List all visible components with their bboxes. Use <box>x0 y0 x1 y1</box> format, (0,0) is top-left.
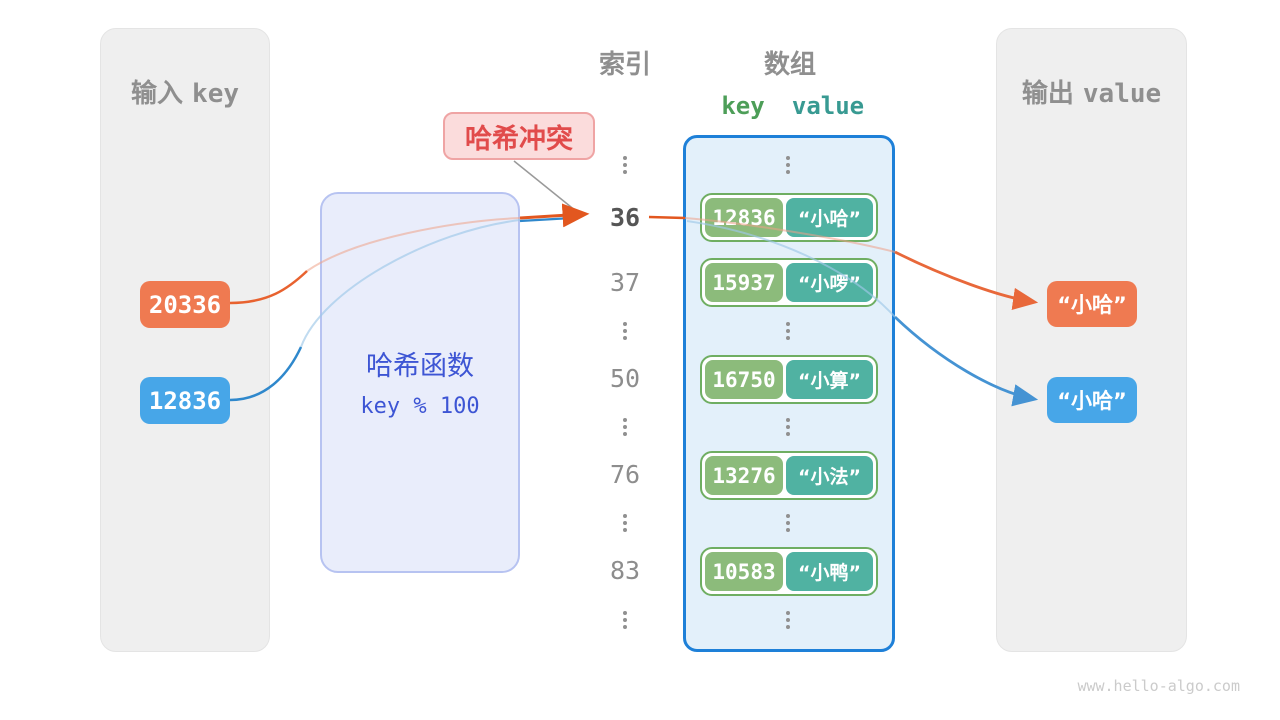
input-key-box-orange: 20336 <box>140 281 230 328</box>
index-label-36: 36 <box>609 203 641 232</box>
array-entry: 16750 “小算” <box>700 355 878 404</box>
entry-value: “小算” <box>786 360 873 399</box>
input-panel: 输入 key <box>100 28 270 652</box>
array-entry: 12836 “小哈” <box>700 193 878 242</box>
array-column-title: 数组 <box>763 50 816 80</box>
index-column-title: 索引 <box>598 50 651 80</box>
ellipsis-dots <box>784 611 792 629</box>
array-entry: 13276 “小法” <box>700 451 878 500</box>
entry-key: 13276 <box>705 456 783 495</box>
output-value-box-orange: “小哈” <box>1047 281 1137 327</box>
hash-collision-label: 哈希冲突 <box>443 112 595 160</box>
ellipsis-dots <box>621 611 629 629</box>
entry-value: “小法” <box>786 456 873 495</box>
hash-function-title: 哈希函数 <box>366 351 474 382</box>
index-label-50: 50 <box>609 364 641 393</box>
site-watermark: www.hello-algo.com <box>1077 677 1240 695</box>
input-key-box-blue: 12836 <box>140 377 230 424</box>
output-panel-title: 输出 value <box>997 73 1186 110</box>
ellipsis-dots <box>784 322 792 340</box>
output-panel-title-en: value <box>1082 79 1162 109</box>
entry-value: “小哈” <box>786 198 873 237</box>
array-entry: 10583 “小鸭” <box>700 547 878 596</box>
entry-key: 12836 <box>705 198 783 237</box>
ellipsis-dots <box>621 418 629 436</box>
index-label-76: 76 <box>609 460 641 489</box>
index-label-83: 83 <box>609 556 641 585</box>
entry-key: 16750 <box>705 360 783 399</box>
ellipsis-dots <box>784 514 792 532</box>
input-panel-title-en: key <box>192 79 240 109</box>
ellipsis-dots <box>784 418 792 436</box>
ellipsis-dots <box>621 322 629 340</box>
ellipsis-dots <box>621 514 629 532</box>
input-panel-title: 输入 key <box>101 73 269 110</box>
hash-function-formula: key % 100 <box>360 394 480 419</box>
array-header-value: value <box>791 92 865 120</box>
entry-value: “小啰” <box>786 263 873 302</box>
ellipsis-dots <box>621 156 629 174</box>
array-header-key: key <box>721 92 765 120</box>
array-entry: 15937 “小啰” <box>700 258 878 307</box>
output-panel-title-zh: 输出 <box>1021 79 1074 109</box>
output-value-box-blue: “小哈” <box>1047 377 1137 423</box>
entry-key: 15937 <box>705 263 783 302</box>
input-panel-title-zh: 输入 <box>130 79 183 109</box>
output-panel: 输出 value <box>996 28 1187 652</box>
index-label-37: 37 <box>609 268 641 297</box>
ellipsis-dots <box>784 156 792 174</box>
entry-key: 10583 <box>705 552 783 591</box>
entry-value: “小鸭” <box>786 552 873 591</box>
